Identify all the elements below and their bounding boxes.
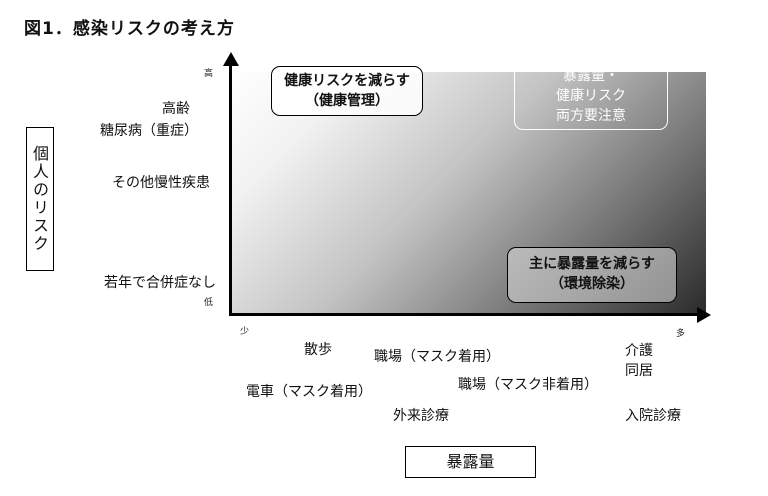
quadrant-box-reduce-health-risk: 健康リスクを減らす （健康管理） bbox=[271, 66, 423, 116]
x-item-inpatient: 入院診療 bbox=[625, 408, 681, 424]
y-axis-title-box: 個人のリスク bbox=[26, 127, 54, 271]
x-item-work-mask: 職場（マスク着用） bbox=[374, 349, 500, 365]
x-item-cohabit: 同居 bbox=[625, 363, 653, 379]
box-line: （健康管理） bbox=[305, 93, 389, 109]
y-item-elderly: 高齢 bbox=[162, 101, 190, 117]
quadrant-box-both-caution: 暴露量・ 健康リスク 両方要注意 bbox=[514, 62, 668, 130]
box-line: 主に暴露量を減らす bbox=[529, 256, 655, 272]
box-line: （環境除染） bbox=[550, 276, 634, 292]
x-item-work-no-mask: 職場（マスク非着用） bbox=[458, 377, 598, 393]
x-item-care: 介護 bbox=[625, 343, 653, 359]
y-axis-high-label: 高 bbox=[204, 69, 214, 79]
y-axis-arrow-icon bbox=[223, 52, 239, 66]
x-axis-title-box: 暴露量 bbox=[405, 446, 536, 478]
box-line: 健康リスク bbox=[556, 88, 626, 104]
y-axis-low-label: 低 bbox=[204, 298, 214, 308]
x-item-train-mask: 電車（マスク着用） bbox=[246, 384, 372, 400]
x-axis-arrow-icon bbox=[697, 307, 711, 323]
x-item-outpatient: 外来診療 bbox=[393, 408, 449, 424]
x-axis-high-label: 多 bbox=[676, 329, 686, 339]
y-item-young-healthy: 若年で合併症なし bbox=[104, 275, 216, 291]
x-axis-line bbox=[229, 313, 699, 316]
box-line: 暴露量・ bbox=[563, 68, 619, 84]
y-item-chronic-disease: その他慢性疾患 bbox=[112, 175, 210, 191]
quadrant-box-reduce-exposure: 主に暴露量を減らす （環境除染） bbox=[507, 247, 677, 303]
y-axis-line bbox=[229, 62, 232, 316]
x-axis-low-label: 少 bbox=[240, 327, 250, 337]
box-line: 両方要注意 bbox=[556, 108, 626, 124]
y-item-diabetes-severe: 糖尿病（重症） bbox=[100, 123, 198, 139]
box-line: 健康リスクを減らす bbox=[284, 73, 410, 89]
x-item-walk: 散歩 bbox=[304, 342, 332, 358]
figure-title: 図1．感染リスクの考え方 bbox=[24, 19, 235, 39]
